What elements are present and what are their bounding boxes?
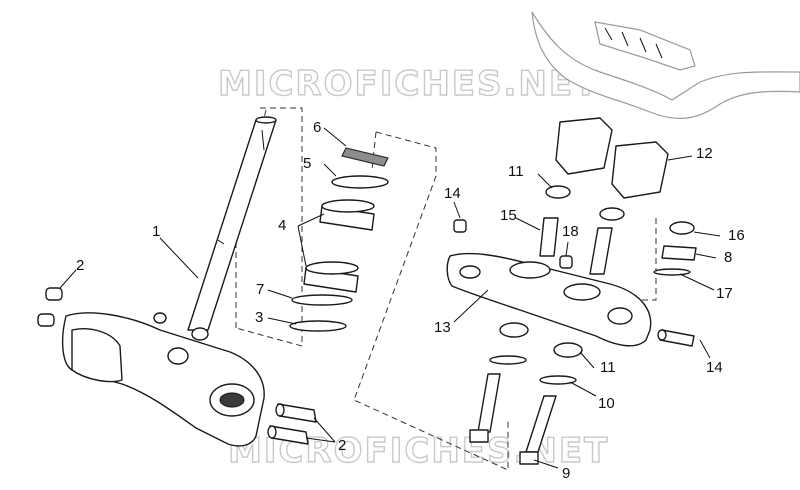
watermark-top: MICROFICHES.NET — [218, 64, 599, 104]
lower-yoke-left — [61, 312, 265, 447]
callout-4: 4 — [278, 217, 286, 234]
callout-14-top: 14 — [444, 185, 461, 202]
part-9-bolts — [469, 373, 557, 465]
part-2-bolts — [37, 287, 317, 445]
handlebar — [531, 11, 800, 119]
callout-15: 15 — [500, 207, 517, 224]
bearing-stack — [289, 147, 389, 332]
callout-2-bottom: 2 — [338, 437, 346, 454]
nut-and-cap-parts — [453, 219, 697, 347]
leader-lines — [59, 127, 721, 469]
callout-13: 13 — [434, 319, 451, 336]
callout-16: 16 — [728, 227, 745, 244]
callout-3: 3 — [255, 309, 263, 326]
callout-14-right: 14 — [706, 359, 723, 376]
part-12-clamps — [555, 117, 669, 199]
callout-7: 7 — [256, 281, 264, 298]
callout-10: 10 — [598, 395, 615, 412]
callout-5: 5 — [303, 155, 311, 172]
part-13-upper-yoke — [446, 252, 652, 347]
spacers-bushings — [489, 185, 625, 385]
callout-11-top: 11 — [508, 163, 524, 180]
callout-18: 18 — [562, 223, 579, 240]
callout-1: 1 — [152, 223, 160, 240]
callout-numbers: 1 2 2 3 4 5 6 7 8 9 10 11 11 12 13 14 14… — [76, 119, 745, 482]
part-1-steering-stem — [187, 116, 277, 331]
callout-11-bottom: 11 — [600, 359, 616, 376]
callout-12: 12 — [696, 145, 713, 162]
callout-8: 8 — [724, 249, 732, 266]
callout-2-left: 2 — [76, 257, 84, 274]
callout-9: 9 — [562, 465, 570, 482]
callout-6: 6 — [313, 119, 321, 136]
callout-17: 17 — [716, 285, 733, 302]
